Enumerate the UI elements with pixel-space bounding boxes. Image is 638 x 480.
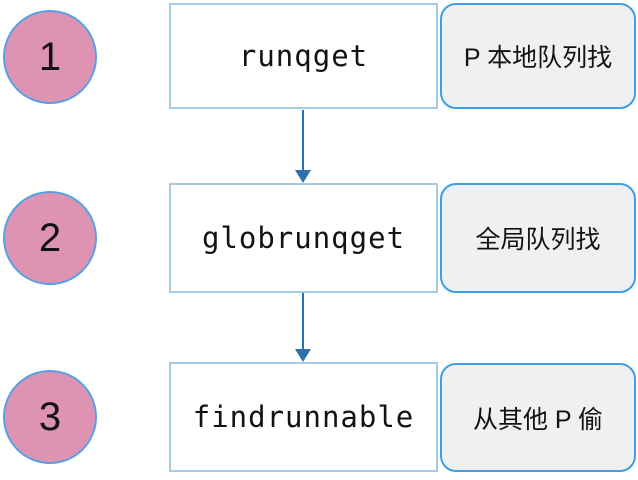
description-pill-2: 全局队列找	[440, 183, 636, 293]
function-box-runqget: runqget	[169, 3, 438, 109]
arrow-shaft	[302, 110, 304, 171]
arrow-shaft	[302, 293, 304, 350]
arrow-down-icon	[295, 170, 311, 183]
step-number-2: 2	[38, 215, 62, 260]
function-name-2: globrunqget	[201, 221, 406, 255]
function-box-globrunqget: globrunqget	[169, 183, 438, 293]
description-text-1: P 本地队列找	[463, 44, 613, 72]
step-number-1: 1	[38, 34, 62, 79]
description-pill-1: P 本地队列找	[440, 3, 636, 109]
step-circle-3: 3	[3, 370, 97, 464]
description-pill-3: 从其他 P 偷	[440, 363, 636, 472]
description-text-2: 全局队列找	[475, 226, 601, 254]
function-box-findrunnable: findrunnable	[169, 362, 438, 472]
function-name-1: runqget	[238, 39, 369, 73]
description-text-3: 从其他 P 偷	[472, 405, 604, 434]
function-name-3: findrunnable	[192, 400, 415, 434]
arrow-down-icon	[295, 349, 311, 362]
step-circle-2: 2	[3, 191, 97, 285]
step-circle-1: 1	[3, 10, 97, 104]
step-number-3: 3	[38, 394, 62, 439]
